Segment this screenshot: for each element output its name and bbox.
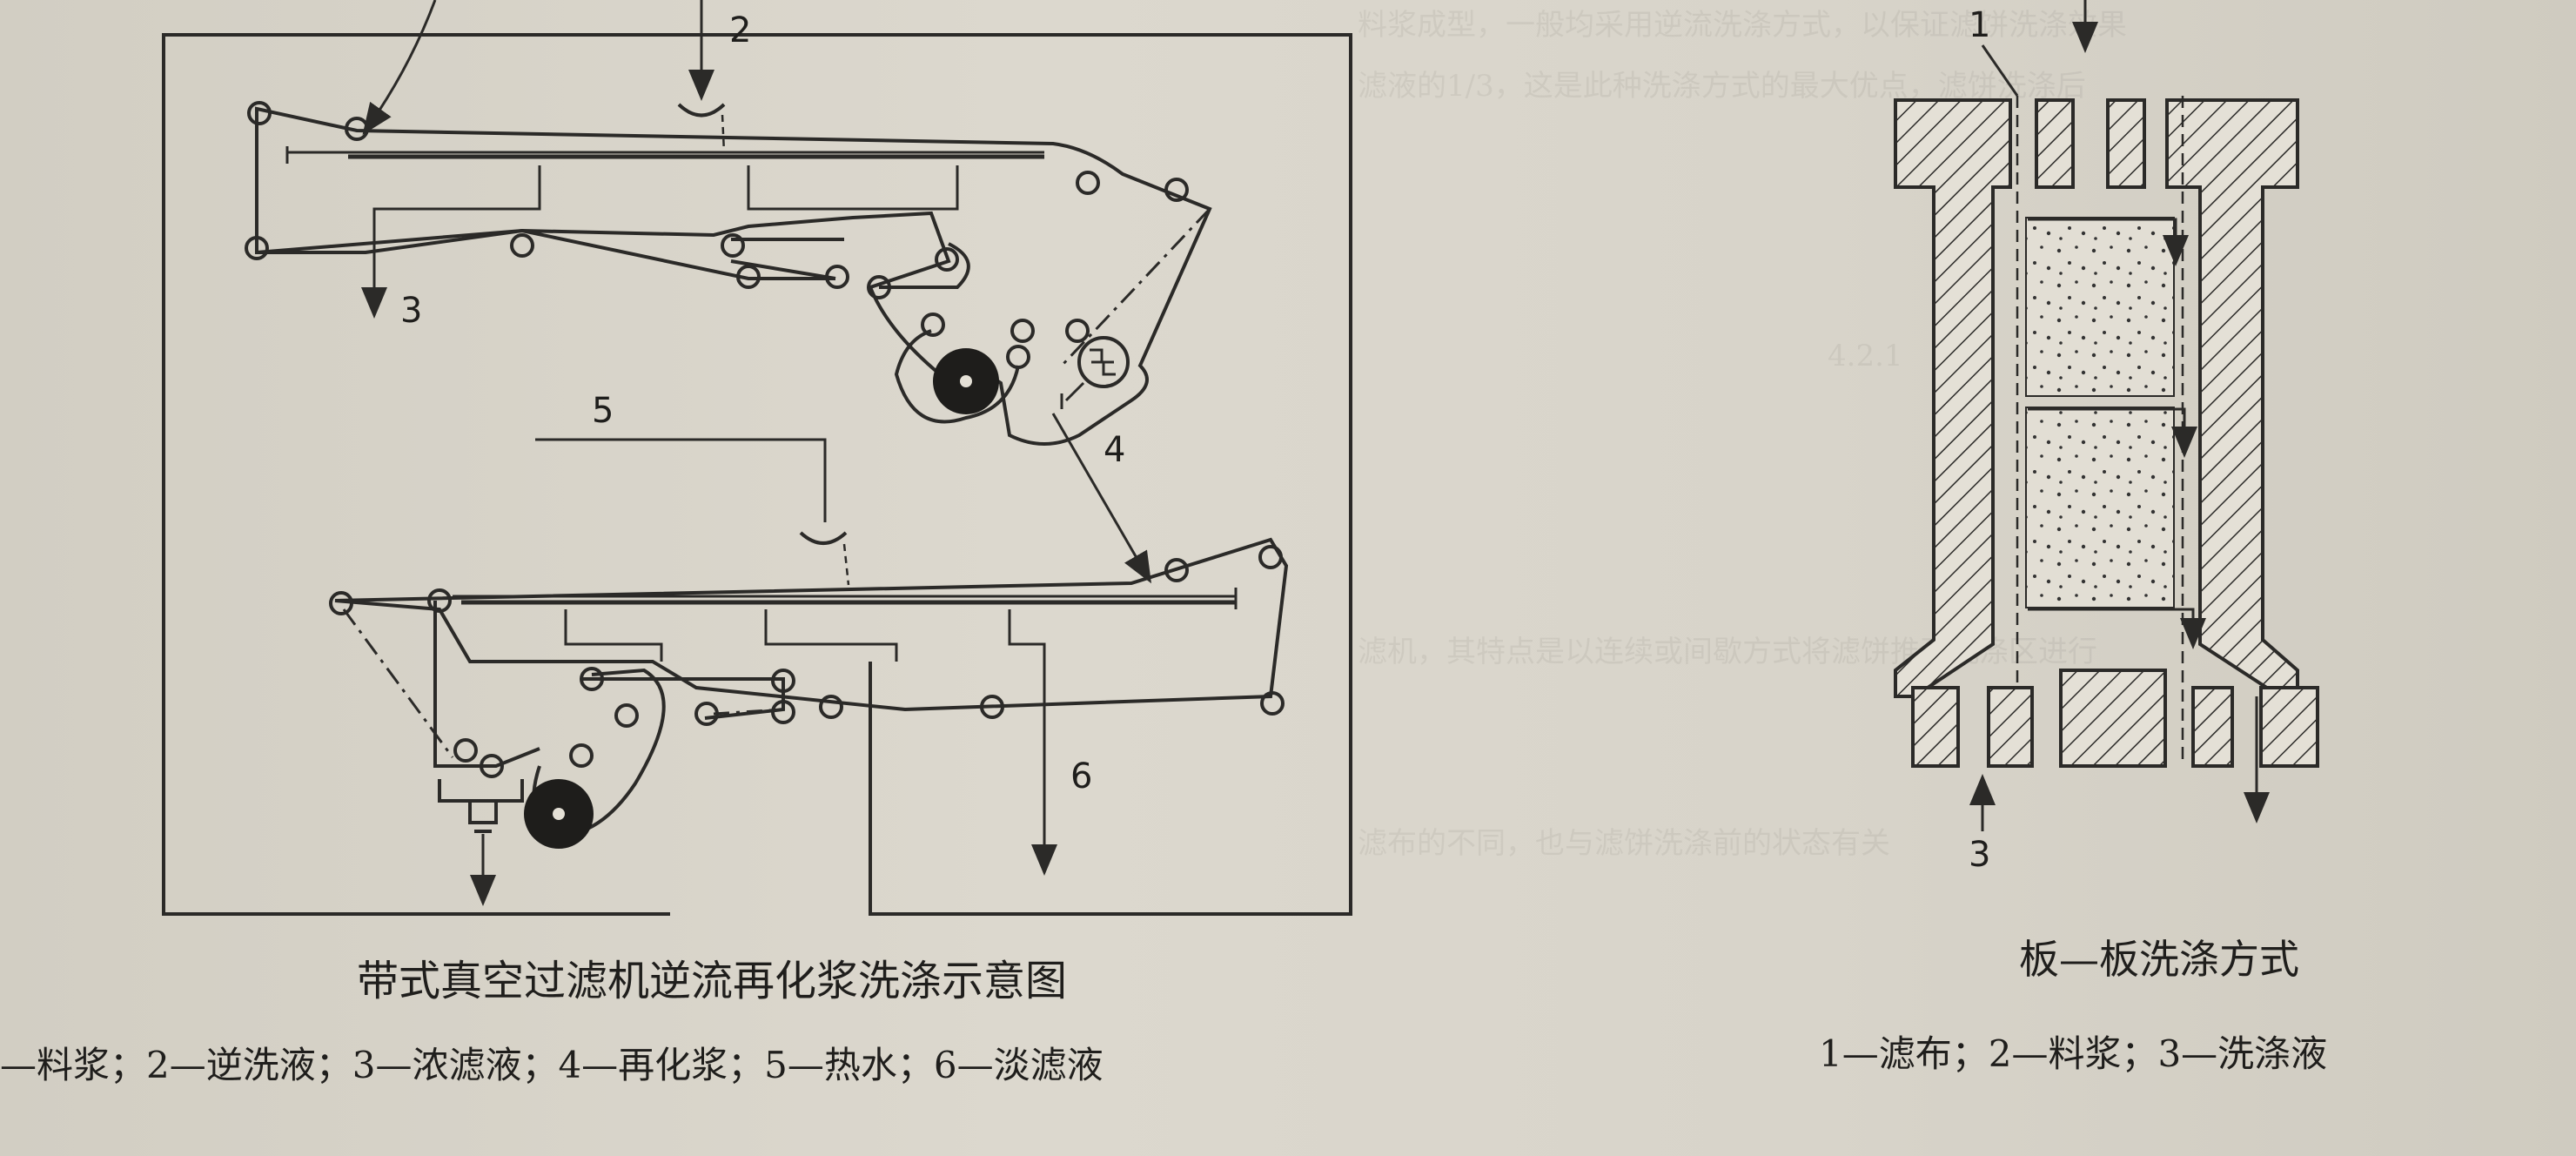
figure-frame (162, 33, 1352, 916)
roller (427, 588, 452, 613)
roller (980, 695, 1004, 719)
callout-4: 4 (1104, 430, 1125, 470)
bottom-block-left (1911, 686, 1960, 768)
roller (480, 754, 504, 778)
roller (614, 703, 639, 728)
roller (247, 101, 272, 125)
roller (1065, 319, 1090, 343)
drum-wrap-upper (894, 329, 1020, 424)
roller (345, 117, 369, 141)
svg-text:滤液的1/3，这是此种洗涤方式的最大优点，滤饼洗涤后: 滤液的1/3，这是此种洗涤方式的最大优点，滤饼洗涤后 (1358, 69, 2086, 104)
callout-1-leader (1981, 44, 2019, 97)
spray-nozzle-bottom (799, 531, 848, 545)
cake-lower (2025, 407, 2175, 608)
upper-rollers (245, 101, 1189, 414)
lower-pipe-b (764, 609, 898, 662)
roller (771, 669, 795, 693)
bottom-block-a (1987, 686, 2034, 768)
roller (1258, 545, 1283, 569)
repulper-outlet (1060, 381, 1085, 409)
repulper-tank (1077, 336, 1130, 388)
roller (569, 743, 594, 768)
roller (736, 265, 761, 289)
svg-text:4.2.1: 4.2.1 (1828, 339, 1903, 373)
roller (825, 265, 849, 289)
weak-filtrate-pipe (1008, 609, 1057, 876)
roller (1164, 178, 1189, 202)
upper-small-loop (730, 238, 844, 280)
top-block-a (2035, 98, 2075, 189)
roller (935, 247, 959, 272)
svg-text:料浆成型，一般均采用逆流洗涤方式，以保证滤饼洗涤效果: 料浆成型，一般均采用逆流洗涤方式，以保证滤饼洗涤效果 (1358, 8, 2127, 43)
belt-filter-diagram: 2 3 (0, 0, 1352, 1086)
callout-3-right: 3 (1969, 835, 1990, 875)
roller (867, 275, 891, 299)
callout-2: 2 (729, 10, 751, 50)
repulper-agitator (1090, 348, 1116, 376)
left-plate (1894, 98, 2012, 698)
roller (819, 695, 843, 719)
roller (1164, 558, 1189, 582)
lower-small-loop (583, 677, 785, 720)
left-figure-legend: —料浆；2—逆洗液；3—浓滤液；4—再化浆；5—热水；6—淡滤液 (0, 1044, 1104, 1086)
spray-top (721, 114, 726, 153)
discharge-hopper (438, 779, 524, 803)
lower-left-column (433, 601, 540, 768)
roller (771, 700, 795, 724)
svg-text:滤布的不同，也与滤饼洗涤前的状态有关: 滤布的不同，也与滤饼洗涤前的状态有关 (1358, 826, 1890, 861)
callout-5: 5 (592, 391, 614, 431)
roller (580, 667, 604, 691)
feed-arrow (362, 0, 437, 135)
roller (329, 591, 353, 615)
upper-dashdot-belt (1060, 207, 1211, 367)
roller (921, 313, 945, 337)
roller (245, 236, 269, 260)
callout-1: 1 (1969, 5, 1990, 45)
upper-belt (255, 106, 1212, 446)
right-figure-legend: 1—滤布；2—料浆；3—洗涤液 (1819, 1032, 2327, 1075)
lower-pipe-a (564, 609, 663, 662)
plate-washing-diagram: 1 3 板—板洗涤方式 1—滤布；2—料浆；3—洗涤液 (1819, 0, 2327, 1075)
roller (1076, 171, 1100, 195)
roller (721, 233, 745, 258)
drive-drum-hub (553, 808, 565, 820)
roller (510, 233, 534, 258)
roller (1006, 345, 1030, 369)
discharge-valve (468, 801, 498, 833)
roller (453, 738, 478, 763)
hot-water-line (535, 438, 827, 522)
flow-arrow-bottom (2028, 608, 2206, 649)
spray-bottom (842, 543, 850, 586)
repulp-transfer-arrow (1051, 413, 1152, 584)
strong-filtrate-pipe (361, 165, 541, 319)
callout-6: 6 (1070, 756, 1092, 796)
bottom-block-center (2059, 669, 2167, 768)
bottom-block-b (2191, 686, 2234, 768)
bottom-block-right (2259, 686, 2319, 768)
upper-return-belt (256, 228, 835, 280)
flow-arrow-mid (2028, 407, 2197, 458)
upper-pipe-link (747, 165, 959, 211)
right-plate (2165, 98, 2299, 698)
top-block-b (2106, 98, 2146, 189)
cake-upper (2025, 217, 2175, 397)
roller (694, 702, 719, 726)
callout-3: 3 (400, 291, 422, 331)
roller (1260, 691, 1285, 716)
spray-nozzle-top (677, 103, 726, 118)
roller (1010, 319, 1035, 343)
right-figure-title: 板—板洗涤方式 (2019, 936, 2299, 983)
left-figure-title: 带式真空过滤机逆流再化浆洗涤示意图 (357, 957, 1067, 1005)
drive-drum-hub (960, 375, 972, 387)
flow-arrow-top (2028, 218, 2189, 266)
lower-rollers (329, 545, 1285, 849)
upper-loop-right (879, 242, 970, 289)
lower-belt (334, 537, 1289, 712)
